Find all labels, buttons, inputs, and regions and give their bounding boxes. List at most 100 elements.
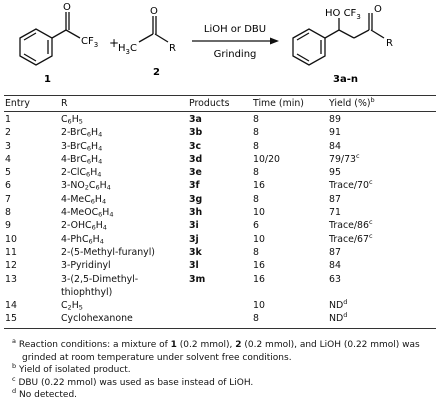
cell-time: 8	[253, 246, 259, 258]
cell-r: 4-PhC6H4	[61, 233, 104, 246]
cell-entry: 7	[5, 193, 11, 205]
cell-r: C6H5	[61, 114, 83, 126]
cell-yield: 84	[329, 260, 341, 272]
product-ho-cf3-label: HO CF3	[325, 8, 361, 21]
cell-time: 8	[253, 167, 259, 179]
cell-yield: NDd	[329, 298, 348, 312]
cell-product: 3d	[189, 153, 203, 165]
cell-time: 8	[253, 193, 259, 205]
cell-yield: Trace/67c	[329, 231, 373, 245]
cell-r: 2-ClC6H4	[61, 167, 102, 179]
header-products: Products	[189, 98, 230, 109]
cell-time: 8	[253, 313, 259, 325]
results-table: Entry R Products Time (min) Yield (%)b 1…	[4, 95, 436, 329]
table-row: 10 4-PhC6H4 3j 10 Trace/67c	[4, 231, 436, 246]
cell-product	[189, 312, 253, 325]
cell-time: 16	[253, 260, 265, 272]
cell-yield: 79/73c	[329, 151, 360, 165]
cell-r: 2-BrC6H4	[61, 127, 103, 139]
cell-yield: Trace/70c	[329, 178, 373, 192]
table-row: 5 2-ClC6H4 3e 8 95	[4, 166, 436, 179]
header-time: Time (min)	[253, 98, 304, 109]
cell-entry: 9	[5, 220, 11, 232]
cell-r: 3-Pyridinyl	[61, 260, 111, 272]
cell-entry: 2	[5, 127, 11, 139]
plus-sign: +	[109, 36, 119, 50]
cell-entry: 13	[5, 273, 17, 285]
cell-product: 3e	[189, 167, 202, 179]
cell-time: 8	[253, 140, 259, 152]
cell-time: 10	[253, 233, 265, 245]
cell-yield: 84	[329, 140, 341, 152]
cell-time: 10	[253, 207, 265, 219]
cell-product: 3i	[189, 220, 199, 232]
cell-entry: 5	[5, 167, 11, 179]
reaction-scheme: O CF3 1 + O H3C R 2 LiOH or DBU Grinding…	[19, 2, 393, 85]
table-row: 12 3-Pyridinyl 3l 16 84	[4, 259, 436, 272]
table-row: 3 3-BrC6H4 3c 8 84	[4, 140, 436, 153]
cell-r: 3-(2,5-Dimethyl-thiophthyl)	[61, 273, 139, 298]
compound-2-r-label: R	[169, 43, 176, 54]
cell-time: 8	[253, 114, 259, 125]
compound-2-h3c-label: H3C	[118, 43, 137, 56]
cell-r: 4-BrC6H4	[61, 153, 103, 166]
conditions-label: Grinding	[214, 49, 257, 60]
compound-2-structure	[138, 16, 169, 43]
footnote-b: b Yield of isolated product.	[12, 362, 131, 376]
cell-entry: 12	[5, 260, 17, 272]
cell-product: 3b	[189, 127, 203, 139]
cell-product: 3l	[189, 260, 199, 272]
table-header-row: Entry R Products Time (min) Yield (%)b	[4, 96, 436, 111]
footnote-a: a Reaction conditions: a mixture of 1 (0…	[12, 337, 420, 363]
reaction-arrowhead	[270, 37, 279, 45]
cell-yield: 71	[329, 207, 341, 219]
product-structure	[292, 13, 385, 66]
table-top-rule	[4, 95, 436, 96]
header-r: R	[61, 98, 68, 109]
compound-1-oxygen: O	[63, 2, 71, 13]
cell-yield: 63	[329, 273, 341, 285]
cell-product: 3f	[189, 180, 200, 192]
cell-product	[189, 299, 253, 312]
cell-entry: 3	[5, 140, 11, 152]
cell-r: 3-BrC6H4	[61, 140, 103, 153]
cell-r: Cyclohexanone	[61, 313, 133, 325]
compound-1-label: 1	[44, 74, 51, 85]
header-entry: Entry	[5, 98, 30, 109]
table-header-rule	[4, 111, 436, 112]
cell-product: 3c	[189, 140, 202, 152]
cell-time: 16	[253, 273, 265, 285]
cell-product: 3j	[189, 233, 199, 245]
cell-entry: 14	[5, 300, 17, 312]
cell-product: 3h	[189, 207, 203, 219]
footnote-c: c DBU (0.22 mmol) was used as base inste…	[12, 374, 254, 388]
cell-r: 2-(5-Methyl-furanyl)	[61, 246, 155, 258]
product-oxygen: O	[374, 4, 382, 15]
compound-2-label: 2	[153, 67, 160, 78]
cell-yield: 95	[329, 167, 341, 179]
cell-entry: 10	[5, 233, 17, 245]
cell-time: 16	[253, 180, 265, 192]
cell-yield: Trace/86c	[329, 218, 373, 232]
cell-entry: 1	[5, 114, 11, 125]
cell-entry: 8	[5, 207, 11, 219]
cell-entry: 11	[5, 246, 17, 258]
cell-entry: 6	[5, 180, 11, 192]
table-footnotes: a Reaction conditions: a mixture of 1 (0…	[4, 337, 434, 402]
cell-product: 3k	[189, 246, 202, 258]
cell-time: 10	[253, 300, 265, 312]
cell-time: 8	[253, 127, 259, 139]
cell-product: 3g	[189, 193, 203, 205]
